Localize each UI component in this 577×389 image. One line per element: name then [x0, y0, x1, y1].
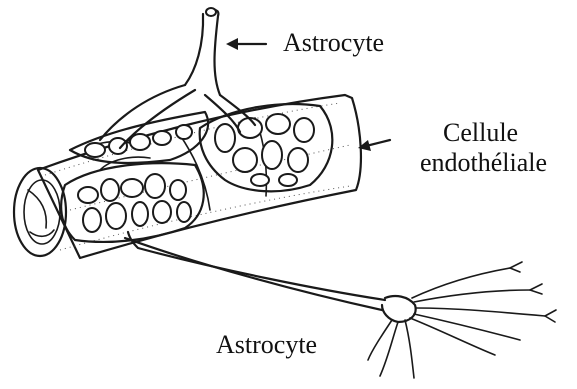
label-endothelial-line2: endothéliale: [420, 150, 547, 176]
astrocyte-bottom: [125, 232, 556, 378]
label-astrocyte-top: Astrocyte: [283, 30, 384, 56]
label-endothelial-line1: Cellule: [443, 120, 518, 146]
endfoot-network-right: [200, 104, 333, 191]
endfoot-network-top: [70, 112, 208, 163]
arrow-to-endothelial-cell: [358, 140, 390, 151]
label-astrocyte-bottom: Astrocyte: [216, 332, 317, 358]
arrow-to-astrocyte-top: [226, 38, 266, 50]
